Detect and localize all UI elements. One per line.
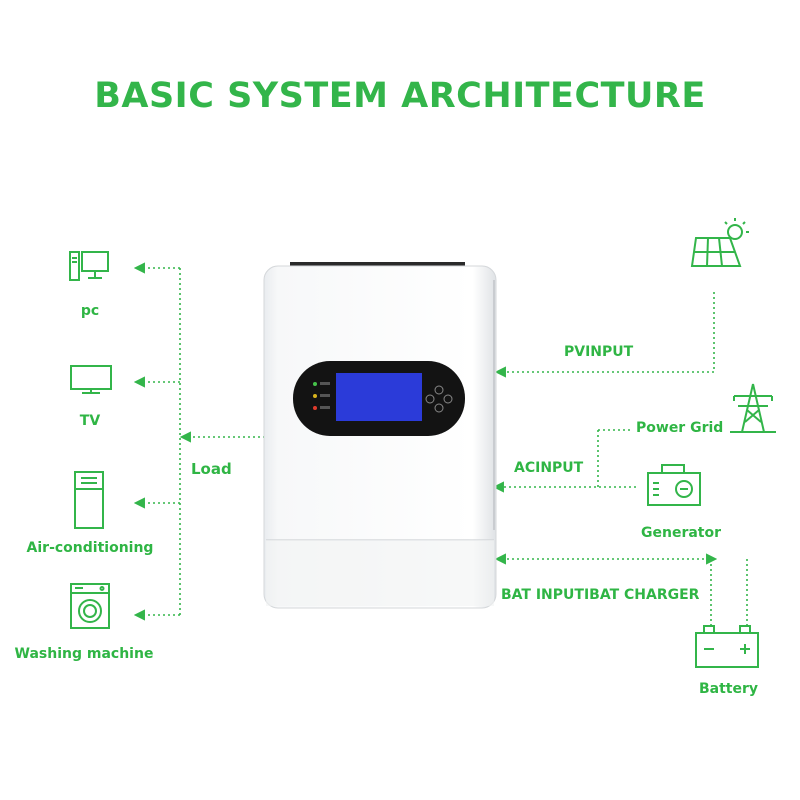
inverter-screen <box>336 373 422 421</box>
tv-icon <box>70 365 112 394</box>
input-connections <box>492 292 748 625</box>
load-item-pc: pc <box>80 303 100 319</box>
washing-machine-icon <box>70 583 110 629</box>
load-item-air-conditioning: Air-conditioning <box>26 540 154 556</box>
generator-label: Generator <box>641 525 722 541</box>
pv-input-label: PVINPUT <box>564 344 634 360</box>
load-item-washing-machine: Washing machine <box>14 646 154 662</box>
inverter-device <box>263 262 497 609</box>
power-grid-label: Power Grid <box>636 420 724 436</box>
load-item-tv: TV <box>79 413 101 429</box>
power-tower-icon <box>730 383 776 433</box>
battery-icon <box>695 625 759 668</box>
battery-label: Battery <box>699 681 759 697</box>
air-conditioner-icon <box>74 471 104 529</box>
page-title: BASIC SYSTEM ARCHITECTURE <box>94 76 706 116</box>
generator-icon <box>647 464 701 506</box>
load-connections <box>133 262 265 621</box>
ac-input-label: ACINPUT <box>514 460 584 476</box>
solar-panel-icon <box>690 218 749 267</box>
battery-link-label: BAT INPUTIBAT CHARGER <box>501 587 700 603</box>
computer-icon <box>69 251 109 281</box>
load-group-label: Load <box>191 460 232 478</box>
